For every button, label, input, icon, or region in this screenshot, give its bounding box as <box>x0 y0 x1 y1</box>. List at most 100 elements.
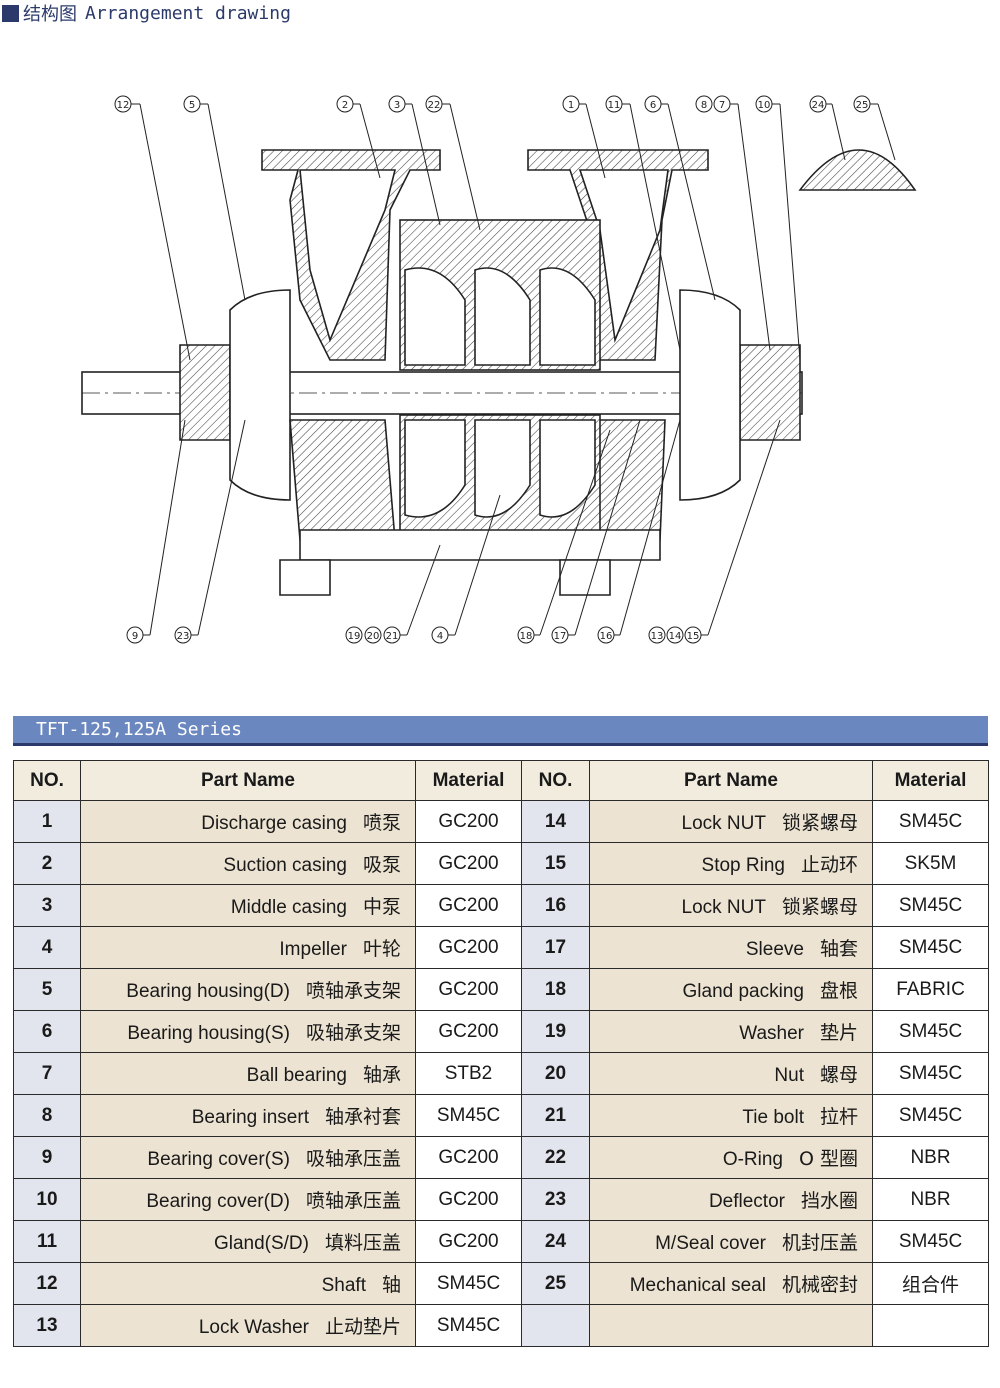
part-material: GC200 <box>415 1220 522 1263</box>
callout-19-20-21: 19 20 21 <box>345 544 441 644</box>
part-material: GC200 <box>415 1178 522 1221</box>
callout-25: 25 <box>853 95 896 161</box>
part-name-cn: 轴承衬套 <box>324 1106 401 1128</box>
part-name-cn: 喷泵 <box>362 812 401 834</box>
callout-7: 7 <box>713 95 771 351</box>
part-name-en: Tie bolt <box>742 1107 804 1128</box>
svg-text:2: 2 <box>342 100 348 111</box>
part-name: Bearing housing(D)喷轴承支架 <box>80 968 416 1011</box>
part-name-en: Gland packing <box>682 981 804 1002</box>
part-number: 9 <box>13 1136 81 1179</box>
part-name-en: Ball bearing <box>246 1065 347 1086</box>
col-header-no: NO. <box>521 760 590 801</box>
part-name-cn: 锁紧螺母 <box>781 812 858 834</box>
part-material: SM45C <box>415 1304 522 1347</box>
header-title-en: Arrangement drawing <box>85 2 291 24</box>
part-number <box>521 1304 590 1347</box>
part-name-cn: 螺母 <box>819 1064 858 1086</box>
svg-text:15: 15 <box>687 631 700 642</box>
part-name-cn: 吸泵 <box>362 854 401 876</box>
part-material: SM45C <box>872 1010 989 1053</box>
part-material: SM45C <box>872 1052 989 1095</box>
part-name: Deflector 挡水圈 <box>589 1178 873 1221</box>
part-material: SM45C <box>872 1220 989 1263</box>
callout-2: 2 <box>336 95 381 179</box>
part-name-en: Bearing cover(S) <box>147 1149 290 1170</box>
part-name-en: M/Seal cover <box>655 1233 766 1254</box>
part-number: 13 <box>13 1304 81 1347</box>
part-name-cn: 吸轴承支架 <box>305 1022 401 1044</box>
svg-text:18: 18 <box>520 631 533 642</box>
svg-text:20: 20 <box>367 631 380 642</box>
part-number: 10 <box>13 1178 81 1221</box>
part-name-cn: 机封压盖 <box>781 1232 858 1254</box>
part-name-en: Bearing housing(S) <box>127 1023 290 1044</box>
part-number: 24 <box>521 1220 590 1263</box>
svg-text:19: 19 <box>348 631 361 642</box>
svg-text:9: 9 <box>132 631 138 642</box>
part-name-cn: 中泵 <box>362 896 401 918</box>
col-header-part-name: Part Name <box>589 760 873 801</box>
svg-text:13: 13 <box>651 631 664 642</box>
part-name-cn: 止动垫片 <box>324 1316 401 1338</box>
part-material: SM45C <box>872 800 989 843</box>
parts-table: NO. Part Name Material NO. Part Name Mat… <box>13 760 989 1347</box>
part-name-cn: 叶轮 <box>362 938 401 960</box>
part-number: 2 <box>13 842 81 885</box>
callout-9: 9 <box>126 419 186 644</box>
part-name-en: Washer <box>739 1023 804 1044</box>
part-material: NBR <box>872 1178 989 1221</box>
part-name-cn: 机械密封 <box>781 1274 858 1296</box>
callout-16: 16 <box>597 419 681 644</box>
part-name-cn: 轴承 <box>362 1064 401 1086</box>
callout-23: 23 <box>174 419 246 644</box>
part-material: SM45C <box>415 1262 522 1305</box>
svg-text:3: 3 <box>394 100 400 111</box>
svg-text:22: 22 <box>428 100 441 111</box>
part-material: SM45C <box>872 1094 989 1137</box>
part-name-cn: 喷轴承压盖 <box>305 1190 401 1212</box>
svg-text:11: 11 <box>608 100 621 111</box>
part-name-en: Deflector <box>708 1191 785 1212</box>
part-name: Bearing housing(S) 吸轴承支架 <box>80 1010 416 1053</box>
part-material: STB2 <box>415 1052 522 1095</box>
part-name-cn: 填料压盖 <box>324 1232 401 1254</box>
section-header: 结构图 Arrangement drawing <box>2 0 291 26</box>
part-name-cn: 挡水圈 <box>800 1190 858 1212</box>
svg-text:23: 23 <box>177 631 190 642</box>
part-number: 23 <box>521 1178 590 1221</box>
part-name: M/Seal cover 机封压盖 <box>589 1220 873 1263</box>
part-number: 25 <box>521 1262 590 1305</box>
callout-5: 5 <box>183 95 246 301</box>
part-number: 8 <box>13 1094 81 1137</box>
part-name-cn: 轴套 <box>819 938 858 960</box>
part-name-en: Lock Washer <box>198 1317 309 1338</box>
part-name-cn: 轴 <box>381 1274 401 1296</box>
svg-text:10: 10 <box>758 100 771 111</box>
series-title-band: TFT-125,125A Series <box>13 716 988 746</box>
header-title-cn: 结构图 <box>23 4 77 25</box>
col-header-no: NO. <box>13 760 81 801</box>
svg-text:14: 14 <box>669 631 682 642</box>
part-material <box>872 1304 989 1347</box>
part-material: NBR <box>872 1136 989 1179</box>
callout-12: 12 <box>114 95 191 361</box>
svg-text:6: 6 <box>650 100 656 111</box>
